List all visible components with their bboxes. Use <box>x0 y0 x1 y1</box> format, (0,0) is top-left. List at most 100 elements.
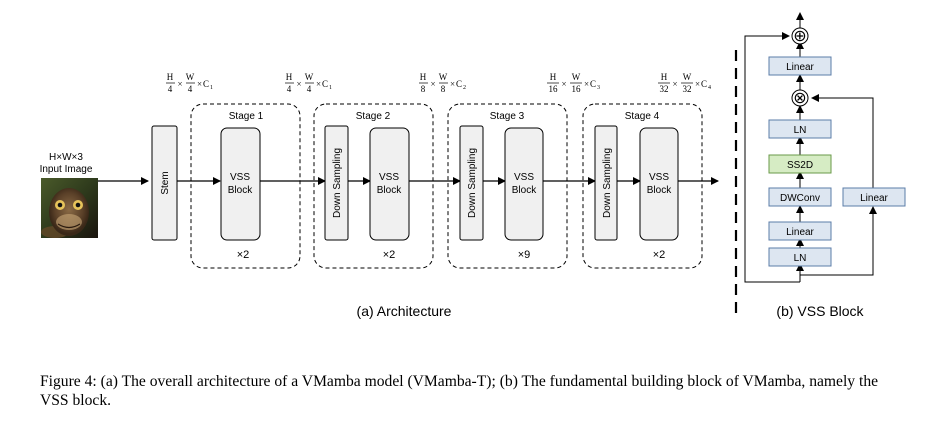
vss-linear-branch-label: Linear <box>860 193 888 204</box>
dim-3-ch: C <box>456 79 462 89</box>
dim-4-num-h: H <box>550 72 557 82</box>
dim-label-2: H 4 × W 4 × C 1 <box>285 72 332 94</box>
dim-2-den-h: 4 <box>287 84 292 94</box>
stage-2-downsample-label: Down Sampling <box>332 148 343 218</box>
dim-5-times-a: × <box>672 79 677 89</box>
stage-4-vss-label-line2: Block <box>647 185 672 196</box>
dim-1-den-h: 4 <box>168 84 173 94</box>
vss-ss2d-label: SS2D <box>787 160 813 171</box>
stage-4-container <box>582 103 703 269</box>
stage-2-vss-label-line1: VSS <box>379 172 399 183</box>
stage-4-downsample-label: Down Sampling <box>602 148 613 218</box>
dim-4-den-w: 16 <box>572 84 582 94</box>
dim-5-times-b: × <box>695 79 700 89</box>
vss-ln-bottom-box <box>768 247 832 267</box>
dim-5-num-w: W <box>683 72 692 82</box>
stage-2-title: Stage 2 <box>356 111 391 122</box>
stage-3-container <box>447 103 568 269</box>
dim-1-sub: 1 <box>210 85 213 91</box>
vss-ln-top-label: LN <box>794 125 807 136</box>
vss-dwconv-box <box>768 187 832 207</box>
stage-1-vss-label-line1: VSS <box>230 172 250 183</box>
dim-3-den-w: 8 <box>441 84 446 94</box>
stage-4-title: Stage 4 <box>625 111 660 122</box>
dim-4-num-w: W <box>572 72 581 82</box>
dim-5-sub: 4 <box>708 85 711 91</box>
dim-1-num-h: H <box>167 72 174 82</box>
dim-2-ch: C <box>322 79 328 89</box>
stage-4-vss-label-line1: VSS <box>649 172 669 183</box>
vss-multiply-operator-circle <box>791 89 809 107</box>
stage-4-vss-block <box>639 127 679 241</box>
dim-1-times-a: × <box>177 79 182 89</box>
dim-label-5: H 32 × W 32 × C 4 <box>658 72 711 94</box>
stage-1-vss-block <box>220 127 261 241</box>
dim-3-sub: 2 <box>463 85 466 91</box>
dim-5-num-h: H <box>661 72 668 82</box>
stage-3-vss-label-line2: Block <box>512 185 537 196</box>
dim-3-times-a: × <box>430 79 435 89</box>
input-image-label: Input Image <box>40 164 93 175</box>
vss-linear-top-box <box>768 56 832 76</box>
input-image <box>41 178 98 238</box>
vss-dwconv-label: DWConv <box>780 193 820 204</box>
dim-1-ch: C <box>203 79 209 89</box>
figure-caption: Figure 4: (a) The overall architecture o… <box>40 373 879 409</box>
vss-ss2d-box <box>768 154 832 174</box>
stage-3-vss-block <box>504 127 544 241</box>
dim-4-ch: C <box>590 79 596 89</box>
dim-3-num-h: H <box>420 72 427 82</box>
dim-4-times-b: × <box>584 79 589 89</box>
stage-4-repeat: ×2 <box>653 249 666 261</box>
stage-1-repeat: ×2 <box>237 249 250 261</box>
stage-3-vss-label-line1: VSS <box>514 172 534 183</box>
vss-linear-branch-box <box>842 187 906 207</box>
vss-linear-mid-label: Linear <box>786 227 814 238</box>
stage-2-vss-block <box>369 127 410 241</box>
stage-1-vss-label-line2: Block <box>228 185 253 196</box>
stage-2-vss-label-line2: Block <box>377 185 402 196</box>
stage-4-downsample-block <box>594 125 618 241</box>
dim-3-times-b: × <box>450 79 455 89</box>
dim-1-den-w: 4 <box>188 84 193 94</box>
stage-2-container <box>313 103 434 269</box>
dim-4-den-h: 16 <box>549 84 559 94</box>
dim-2-times-a: × <box>296 79 301 89</box>
vss-block-label: (b) VSS Block <box>776 303 864 319</box>
stem-block <box>151 125 178 241</box>
dim-5-den-w: 32 <box>683 84 692 94</box>
stage-1-container <box>190 103 301 269</box>
vss-add-operator-circle <box>791 27 809 45</box>
stage-3-downsample-label: Down Sampling <box>467 148 478 218</box>
dim-4-sub: 3 <box>597 85 600 91</box>
dim-2-den-w: 4 <box>307 84 312 94</box>
dim-3-num-w: W <box>439 72 448 82</box>
stage-3-downsample-block <box>459 125 484 241</box>
vss-ln-top-box <box>768 119 832 139</box>
dim-5-den-h: 32 <box>660 84 669 94</box>
dim-3-den-h: 8 <box>421 84 426 94</box>
stage-3-title: Stage 3 <box>490 111 525 122</box>
dim-2-num-h: H <box>286 72 293 82</box>
dim-label-1: H 4 × W 4 × C 1 <box>166 72 213 94</box>
vss-add-operator: ⊕ <box>793 26 806 45</box>
dim-1-times-b: × <box>197 79 202 89</box>
vss-ln-bottom-label: LN <box>794 253 807 264</box>
dim-label-4: H 16 × W 16 × C 3 <box>547 72 600 94</box>
vss-multiply-operator: ⊗ <box>793 88 806 107</box>
dim-2-times-b: × <box>316 79 321 89</box>
stage-2-downsample-block <box>324 125 349 241</box>
vss-linear-mid-box <box>768 221 832 241</box>
vss-linear-top-label: Linear <box>786 62 814 73</box>
dim-5-ch: C <box>701 79 707 89</box>
input-dims-label: H×W×3 <box>49 152 83 163</box>
dim-2-sub: 1 <box>329 85 332 91</box>
dim-label-3: H 8 × W 8 × C 2 <box>419 72 466 94</box>
dim-4-times-a: × <box>561 79 566 89</box>
dim-1-num-w: W <box>186 72 195 82</box>
stage-1-title: Stage 1 <box>229 111 264 122</box>
stage-3-repeat: ×9 <box>518 249 531 261</box>
dim-2-num-w: W <box>305 72 314 82</box>
stem-label: Stem <box>160 171 171 194</box>
